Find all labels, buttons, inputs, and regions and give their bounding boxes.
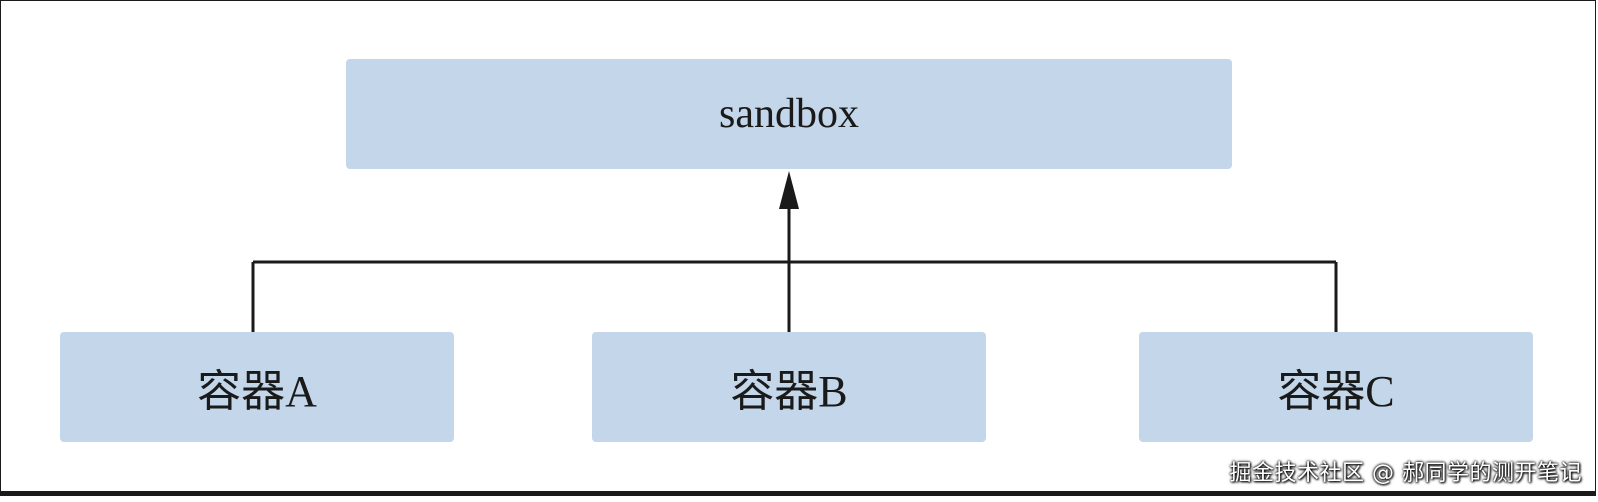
sandbox-node-label: sandbox <box>719 91 859 137</box>
watermark-text: 掘金技术社区 @ 郝同学的测开笔记 <box>1229 461 1582 486</box>
container-b-label: 容器B <box>730 367 848 416</box>
sandbox-node: sandbox <box>346 59 1232 169</box>
container-c-node: 容器C <box>1139 332 1533 442</box>
container-a-node: 容器A <box>60 332 454 442</box>
container-c-label: 容器C <box>1277 367 1395 416</box>
container-b-node: 容器B <box>592 332 986 442</box>
container-a-label: 容器A <box>197 367 317 416</box>
arrowhead-up <box>779 171 799 209</box>
